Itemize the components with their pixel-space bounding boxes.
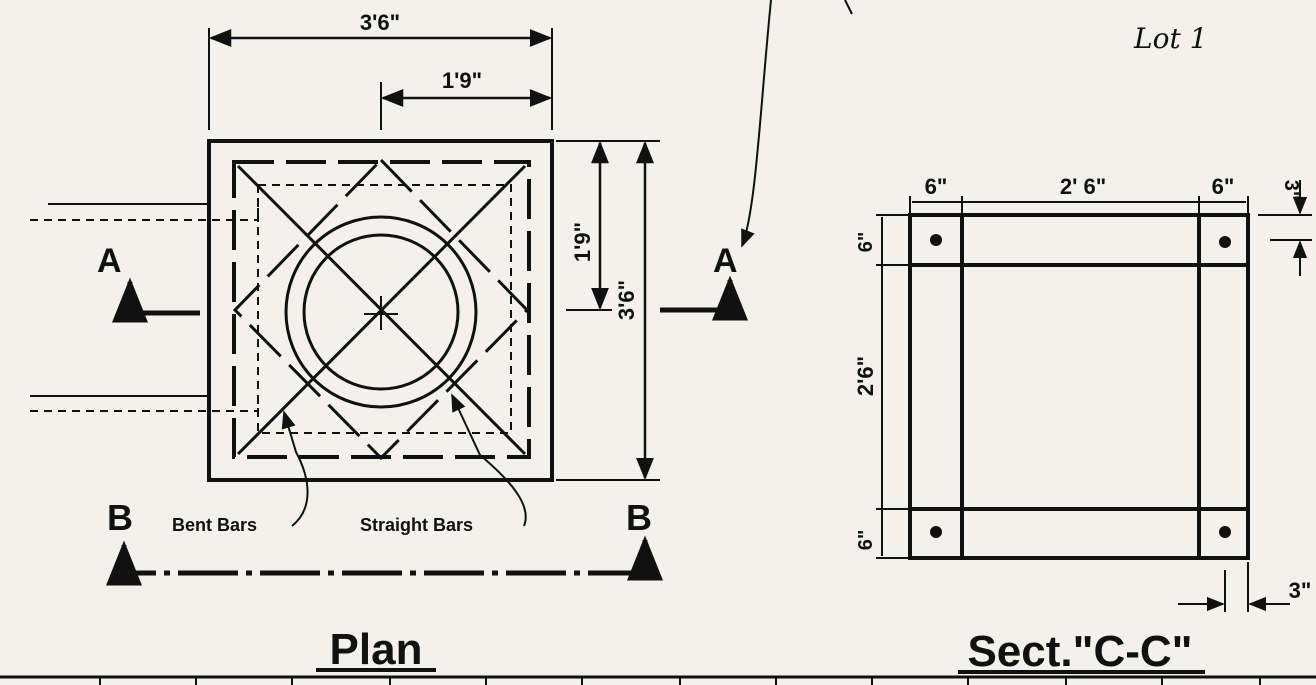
section-outline <box>908 213 1250 560</box>
plan-view: 3'6" 1'9" 1'9" 3'6" A A B B Bent Bars St… <box>30 10 748 674</box>
dim-half-width: 1'9" <box>442 68 482 93</box>
section-dim-top-cover: 3" <box>1280 180 1302 201</box>
rebar-dot <box>1219 526 1231 538</box>
straight-bar-diamond <box>232 157 530 461</box>
bent-bars-leader <box>281 410 309 527</box>
section-b-right-label: B <box>626 497 652 538</box>
rebar-dot <box>930 526 942 538</box>
section-title: Sect."C-C" <box>967 627 1192 676</box>
section-dim-left-middle: 2'6" <box>853 356 878 396</box>
section-a-left-label: A <box>97 242 122 280</box>
section-dim-left-top: 6" <box>855 232 877 253</box>
section-a-left-arrow <box>112 277 200 323</box>
dim-overall-width: 3'6" <box>360 10 400 35</box>
pier-outer-circle <box>284 215 478 409</box>
section-dim-top-middle: 2' 6" <box>1060 174 1106 199</box>
bottom-border-ruler <box>0 675 1316 685</box>
section-view: 6" 2' 6" 6" 3" 6" 2'6" 6" 3" Sect."C-C" <box>853 174 1312 676</box>
section-a-right-arrow <box>660 275 748 321</box>
inner-dashed-outline <box>257 184 512 434</box>
section-dim-bottom-cover: 3" <box>1289 578 1312 603</box>
section-b-arrow <box>106 535 663 586</box>
section-b-left-label: B <box>107 497 133 538</box>
plan-title: Plan <box>330 625 423 674</box>
pier-inner-circle <box>302 233 460 391</box>
section-dim-left-bottom: 6" <box>855 530 877 551</box>
rebar-dot <box>1219 236 1231 248</box>
lot-note: Lot 1 <box>1133 22 1207 55</box>
section-dim-top-left: 6" <box>925 174 948 199</box>
dim-overall-height: 3'6" <box>614 280 639 320</box>
straight-bars-label: Straight Bars <box>360 515 473 535</box>
bent-bars-label: Bent Bars <box>172 515 257 535</box>
straight-bars-leader <box>451 393 527 527</box>
callout-leader <box>741 0 772 248</box>
footing-outline <box>207 139 554 482</box>
section-a-right-label: A <box>713 242 738 280</box>
rebar-dot <box>930 234 942 246</box>
section-dim-top-right: 6" <box>1212 174 1235 199</box>
dim-half-height: 1'9" <box>570 222 595 262</box>
